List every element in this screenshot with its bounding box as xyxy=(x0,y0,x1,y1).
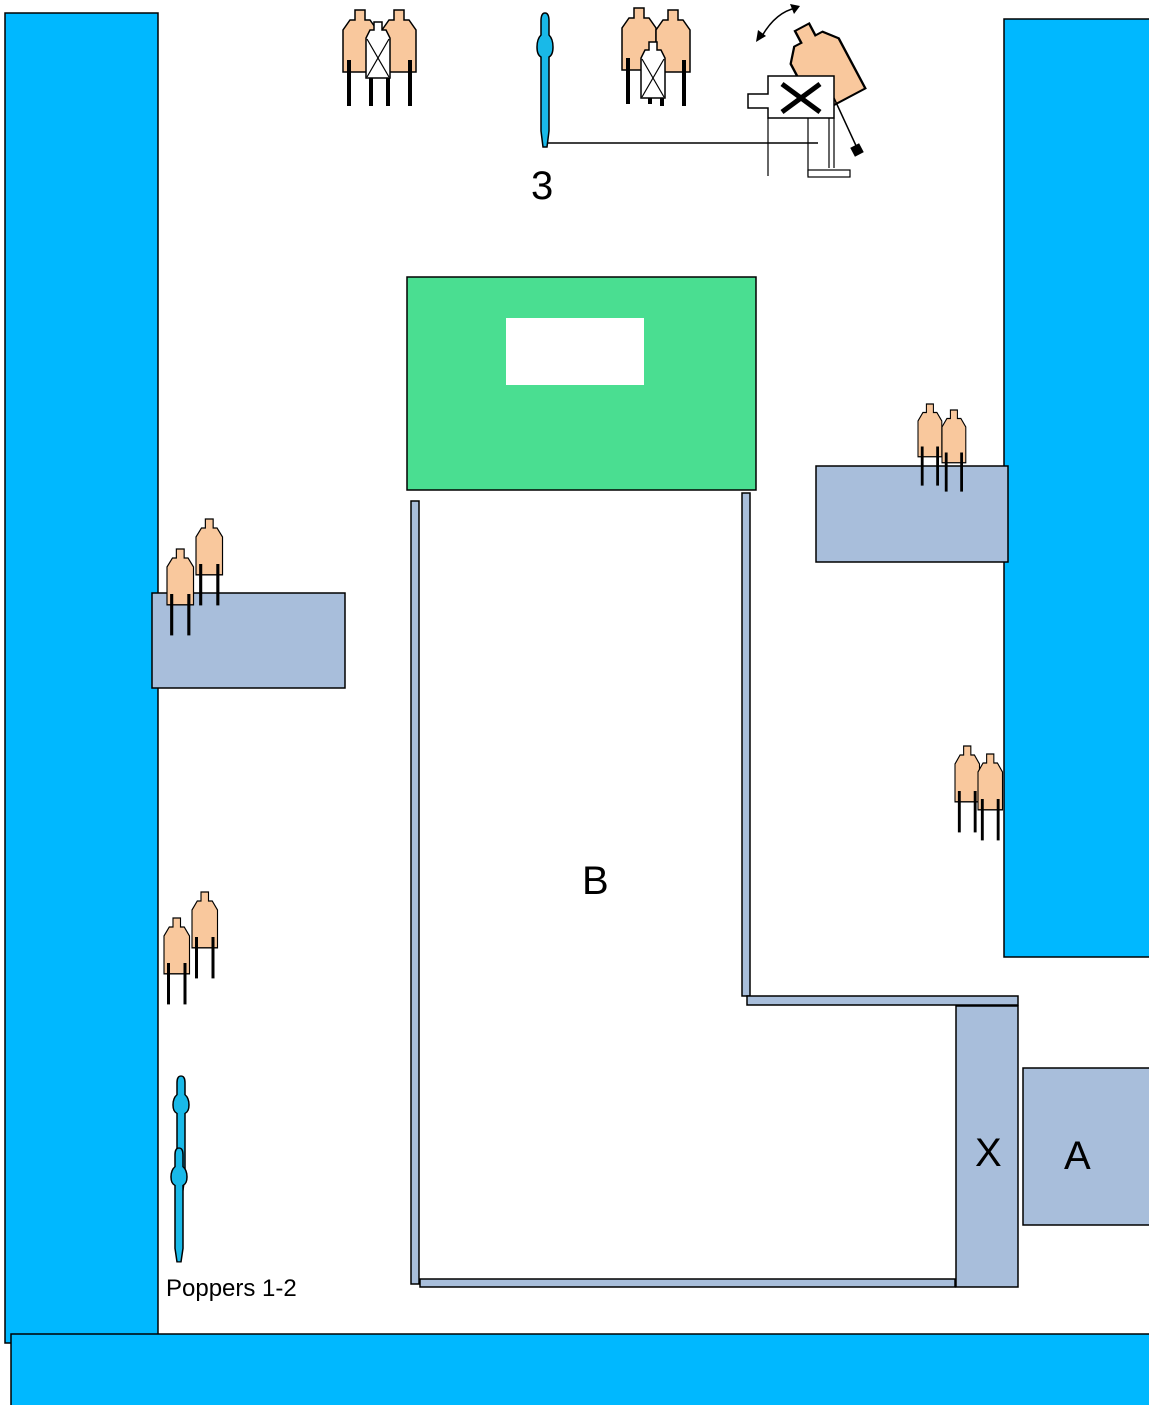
wall-bottom xyxy=(419,1278,956,1288)
no-shoot-icon xyxy=(365,21,391,79)
popper-icon xyxy=(536,12,554,148)
paper-target-icon xyxy=(164,918,190,1004)
paper-target-icon xyxy=(955,746,979,832)
right-barrier xyxy=(815,465,1009,563)
swinging-target-icon xyxy=(747,4,867,178)
box-a xyxy=(1022,1067,1149,1226)
poppers-1-2-label: Poppers 1-2 xyxy=(166,1275,297,1302)
wall-right-upper xyxy=(741,492,751,997)
wall-left xyxy=(410,500,420,1285)
left-berm xyxy=(4,12,159,1344)
paper-target-icon xyxy=(192,892,218,978)
paper-target-icon xyxy=(978,754,1002,840)
area-a-label: A xyxy=(1064,1134,1091,1178)
table-box xyxy=(506,318,644,385)
area-b-label: B xyxy=(582,859,609,903)
wall-step xyxy=(746,995,1019,1006)
popper-3-label: 3 xyxy=(531,164,553,208)
left-barrier xyxy=(151,592,346,689)
box-x xyxy=(955,1005,1019,1288)
bottom-berm xyxy=(10,1333,1149,1405)
no-shoot-icon xyxy=(640,41,666,99)
right-berm xyxy=(1003,18,1149,958)
area-x-label: X xyxy=(975,1131,1002,1175)
